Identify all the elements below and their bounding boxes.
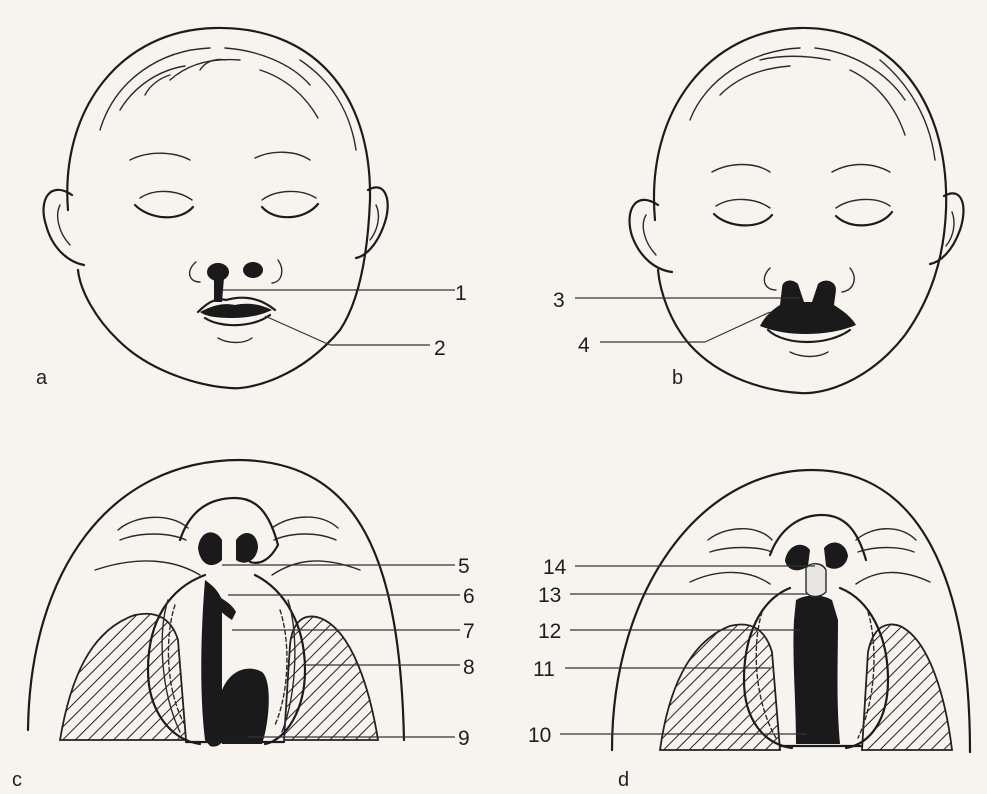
number-labels: 1 2 3 4 5 6 7 8 9 10 11 12 13 14 [434, 282, 590, 750]
label-1: 1 [455, 282, 467, 305]
panel-label-a: a [36, 367, 48, 389]
palate-d [612, 470, 970, 752]
label-11: 11 [533, 658, 555, 681]
panel-label-b: b [672, 367, 683, 389]
palate-c [28, 460, 404, 747]
label-8: 8 [463, 656, 475, 679]
label-5: 5 [458, 555, 470, 578]
label-3: 3 [553, 289, 565, 312]
label-7: 7 [463, 620, 475, 643]
face-b [630, 28, 964, 393]
label-13: 13 [538, 584, 561, 607]
label-6: 6 [463, 585, 475, 608]
label-4: 4 [578, 334, 590, 357]
label-12: 12 [538, 620, 561, 643]
label-10: 10 [528, 724, 551, 747]
label-9: 9 [458, 727, 470, 750]
panel-label-d: d [618, 769, 629, 791]
label-14: 14 [543, 556, 567, 579]
face-a [44, 28, 388, 388]
label-2: 2 [434, 337, 446, 360]
panel-label-c: c [12, 769, 22, 791]
